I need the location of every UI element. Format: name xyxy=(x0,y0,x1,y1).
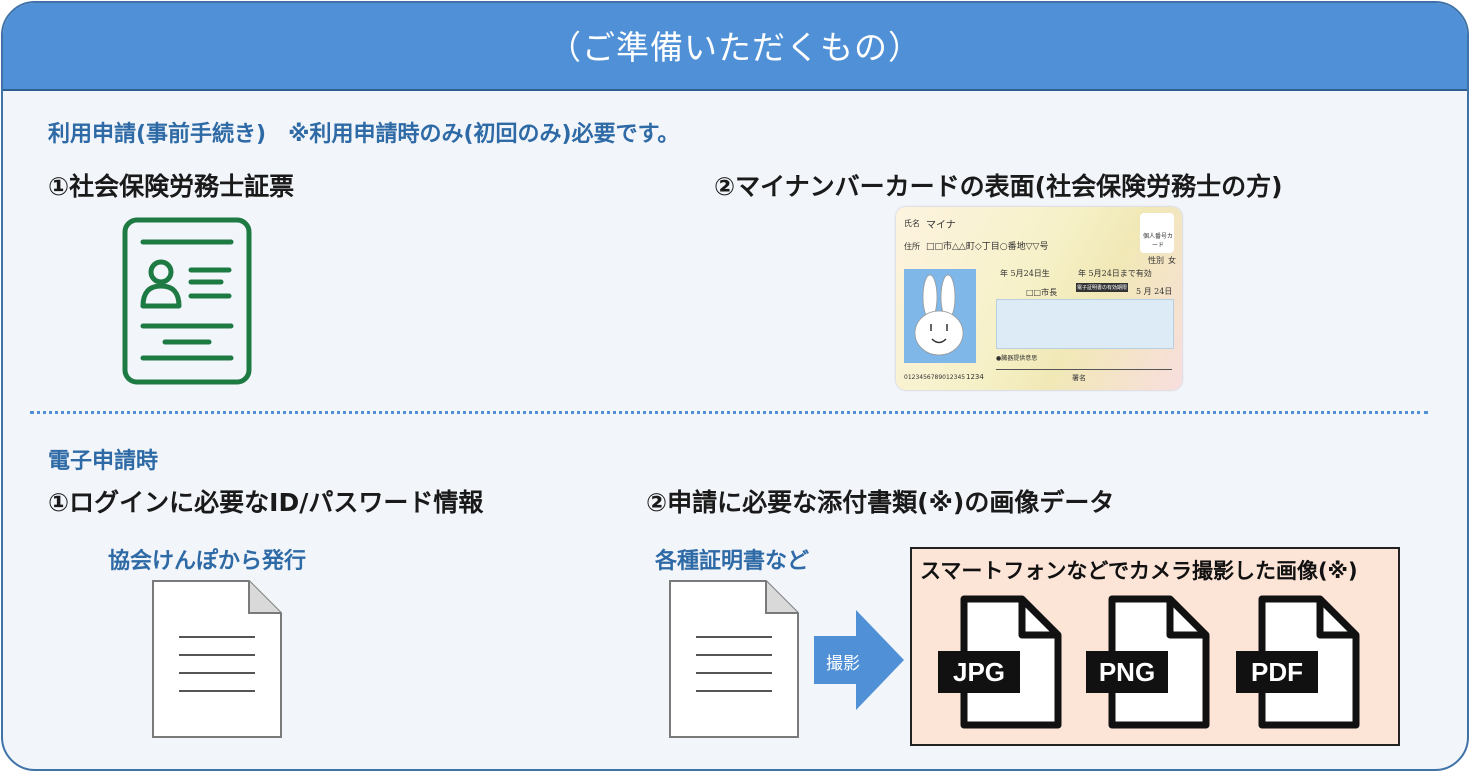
sublabel-issued-by: 協会けんぽから発行 xyxy=(108,549,307,574)
svg-text:PNG: PNG xyxy=(1099,657,1155,687)
card-code: 1234 xyxy=(966,373,984,381)
card-birth: 年 5月24日生 xyxy=(1000,269,1050,278)
id-document-icon xyxy=(122,217,252,385)
card-sex-label: 性別 xyxy=(1148,256,1164,265)
png-file-icon: PNG xyxy=(1086,595,1210,729)
card-name-value: マイナ xyxy=(926,220,956,231)
svg-text:PDF: PDF xyxy=(1251,657,1303,687)
section-divider xyxy=(30,411,1428,414)
card-number-field xyxy=(996,299,1174,349)
photo-box-title: スマートフォンなどでカメラ撮影した画像(※) xyxy=(920,559,1358,583)
item-label-mynumber-card: ②マイナンバーカードの表面(社会保険労務士の方) xyxy=(714,172,1283,201)
svg-text:JPG: JPG xyxy=(953,657,1005,687)
arrow-right-icon xyxy=(814,610,904,710)
card-date: 5 月 24日 xyxy=(1136,287,1173,296)
card-badge: 個人番号カード xyxy=(1140,213,1174,253)
card-stamp: 電子証明書の有効期限 xyxy=(1076,283,1129,292)
section-heading-registration: 利用申請(事前手続き) ※利用申請時のみ(初回のみ)必要です。 xyxy=(48,122,680,147)
mynumber-card-image: 氏名 マイナ 住所 □□市△△町◇丁目○番地▽▽号 個人番号カード 性別 女 年… xyxy=(896,207,1182,390)
item-label-attachment-images: ②申請に必要な添付書類(※)の画像データ xyxy=(646,488,1115,517)
sublabel-certificates: 各種証明書など xyxy=(655,549,810,574)
card-address-label: 住所 xyxy=(904,242,920,251)
photo-formats-box: スマートフォンなどでカメラ撮影した画像(※) JPG PNG PDF xyxy=(910,547,1400,746)
panel-title: （ご準備いただくもの） xyxy=(548,28,922,67)
card-address-value: □□市△△町◇丁目○番地▽▽号 xyxy=(926,242,1049,252)
card-donor: ●臓器提供意思 xyxy=(996,355,1038,362)
card-valid: 年 5月24日まで有効 xyxy=(1078,269,1152,278)
pdf-file-icon: PDF xyxy=(1236,595,1360,729)
card-sex-value: 女 xyxy=(1168,256,1176,265)
item-label-login-info: ①ログインに必要なID/パスワード情報 xyxy=(48,488,484,517)
card-name-label: 氏名 xyxy=(904,219,920,228)
header-bar: （ご準備いただくもの） xyxy=(3,3,1467,91)
document-icon xyxy=(669,580,799,738)
jpg-file-icon: JPG xyxy=(938,595,1062,729)
section-heading-e-application: 電子申請時 xyxy=(48,449,159,474)
card-number: 0123456789012345 xyxy=(904,374,966,381)
arrow-label: 撮影 xyxy=(826,654,860,674)
document-icon xyxy=(152,580,282,738)
card-photo-mascot xyxy=(904,269,976,363)
card-issuer: □□市長 xyxy=(1026,288,1058,297)
item-label-certificate: ①社会保険労務士証票 xyxy=(48,172,295,201)
card-sign: 署名 xyxy=(1072,374,1086,382)
